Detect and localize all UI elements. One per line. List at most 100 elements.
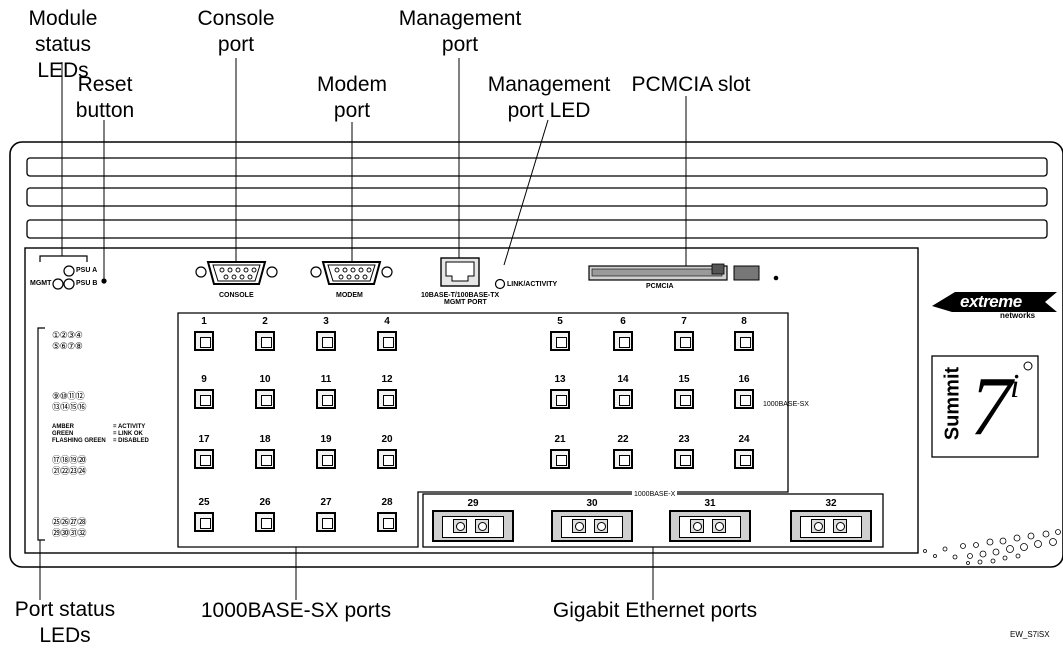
sx-port[interactable] xyxy=(377,449,397,469)
pcmcia-label: PCMCIA xyxy=(646,283,674,290)
port-led-bracket xyxy=(37,327,45,541)
sx-port[interactable] xyxy=(377,512,397,532)
sx-port[interactable] xyxy=(613,389,633,409)
chassis-outline xyxy=(9,141,1063,568)
callout-console-port: Console port xyxy=(197,7,275,56)
sx-port-number: 7 xyxy=(681,316,687,327)
sx-port[interactable] xyxy=(550,389,570,409)
model-number: 7 xyxy=(970,360,1012,453)
gbic-port-face xyxy=(442,516,504,538)
sx-port[interactable] xyxy=(194,389,214,409)
port-led-group-3: ⑰⑱⑲⑳ ㉑㉒㉓㉔ xyxy=(52,455,87,476)
sx-port-number: 10 xyxy=(259,374,271,385)
sx-port-number: 14 xyxy=(617,374,629,385)
sx-port-number: 3 xyxy=(323,316,329,327)
sx-port[interactable] xyxy=(255,512,275,532)
sx-port[interactable] xyxy=(255,389,275,409)
callout-gigabit-ports: Gigabit Ethernet ports xyxy=(552,599,758,622)
gbic-port[interactable] xyxy=(432,510,514,542)
modem-label: MODEM xyxy=(336,292,363,299)
psu-a-label: PSU A xyxy=(76,267,98,274)
sx-port[interactable] xyxy=(550,331,570,351)
mgmt-led-label: MGMT xyxy=(30,280,52,287)
speaker-grille xyxy=(923,529,1061,565)
sx-port-number: 4 xyxy=(384,316,390,327)
gbic-port-face xyxy=(679,516,741,538)
led-legend-meaning: = ACTIVITY = LINK OK = DISABLED xyxy=(113,424,149,444)
sx-port-number: 25 xyxy=(198,497,210,508)
module-frame xyxy=(24,247,919,554)
sx-port-number: 18 xyxy=(259,434,271,445)
sx-port[interactable] xyxy=(377,331,397,351)
gbic-port-face xyxy=(561,516,623,538)
sx-port[interactable] xyxy=(550,449,570,469)
sx-port[interactable] xyxy=(316,512,336,532)
sx-port-number: 17 xyxy=(198,434,210,445)
fiber-receptacle xyxy=(453,519,467,533)
vent-slot xyxy=(26,157,1048,177)
link-activity-label: LINK/ACTIVITY xyxy=(507,281,558,288)
sx-port[interactable] xyxy=(316,389,336,409)
sx-port-number: 6 xyxy=(620,316,626,327)
sx-port-number: 5 xyxy=(557,316,563,327)
sx-port-number: 13 xyxy=(554,374,566,385)
model-suffix: i xyxy=(1010,368,1020,405)
sx-port-number: 20 xyxy=(381,434,393,445)
fiber-ferrule-icon xyxy=(715,522,724,531)
gbic-port[interactable] xyxy=(669,510,751,542)
callout-modem-port: Modem port xyxy=(316,73,388,122)
sx-port[interactable] xyxy=(316,449,336,469)
sx-port[interactable] xyxy=(194,331,214,351)
fiber-ferrule-icon xyxy=(478,522,487,531)
x-group-label: 1000BASE-X xyxy=(632,491,678,498)
sx-port[interactable] xyxy=(734,331,754,351)
sx-port[interactable] xyxy=(674,331,694,351)
sx-port[interactable] xyxy=(194,512,214,532)
sx-port-number: 19 xyxy=(320,434,332,445)
callout-module-status-leds: Module status LEDs xyxy=(28,7,98,82)
sx-port-number: 2 xyxy=(262,316,268,327)
sx-port-number: 8 xyxy=(741,316,747,327)
sx-port-number: 9 xyxy=(201,374,207,385)
fiber-ferrule-icon xyxy=(814,522,823,531)
brand-wordmark: extreme xyxy=(960,292,1022,311)
port-led-group-2: ⑨⑩⑪⑫ ⑬⑭⑮⑯ xyxy=(52,391,87,412)
summit-badge xyxy=(931,355,1039,458)
module-led-bracket xyxy=(39,255,88,262)
fiber-receptacle xyxy=(572,519,586,533)
mgmt-port-label-2: MGMT PORT xyxy=(444,299,487,306)
sx-port-number: 11 xyxy=(320,374,332,385)
gbic-port[interactable] xyxy=(790,510,872,542)
callout-reset-button: Reset button xyxy=(75,73,135,122)
brand-sub: networks xyxy=(1000,311,1036,320)
sx-port[interactable] xyxy=(613,331,633,351)
sx-port-number: 21 xyxy=(554,434,566,445)
fiber-ferrule-icon xyxy=(693,522,702,531)
sx-port[interactable] xyxy=(316,331,336,351)
sx-port[interactable] xyxy=(377,389,397,409)
extreme-logo xyxy=(932,292,1057,312)
sx-port-number: 23 xyxy=(678,434,690,445)
sx-port[interactable] xyxy=(255,449,275,469)
sx-port-number: 22 xyxy=(617,434,629,445)
vent-slot xyxy=(26,219,1048,239)
rj45-mgmt-port xyxy=(440,257,480,287)
sx-port[interactable] xyxy=(613,449,633,469)
sx-port[interactable] xyxy=(674,389,694,409)
sx-port[interactable] xyxy=(674,449,694,469)
mgmt-port-label-1: 10BASE-T/100BASE-TX xyxy=(421,292,500,299)
sx-port-number: 24 xyxy=(738,434,750,445)
sx-port[interactable] xyxy=(255,331,275,351)
sx-port[interactable] xyxy=(734,449,754,469)
console-connector xyxy=(195,261,278,285)
gbic-port[interactable] xyxy=(551,510,633,542)
fiber-receptacle xyxy=(594,519,608,533)
led-legend-colors: AMBER GREEN FLASHING GREEN xyxy=(52,424,106,444)
fiber-receptacle xyxy=(690,519,704,533)
sx-port-number: 15 xyxy=(678,374,690,385)
sx-port[interactable] xyxy=(734,389,754,409)
sx-port[interactable] xyxy=(194,449,214,469)
console-label: CONSOLE xyxy=(219,292,254,299)
fiber-receptacle xyxy=(833,519,847,533)
